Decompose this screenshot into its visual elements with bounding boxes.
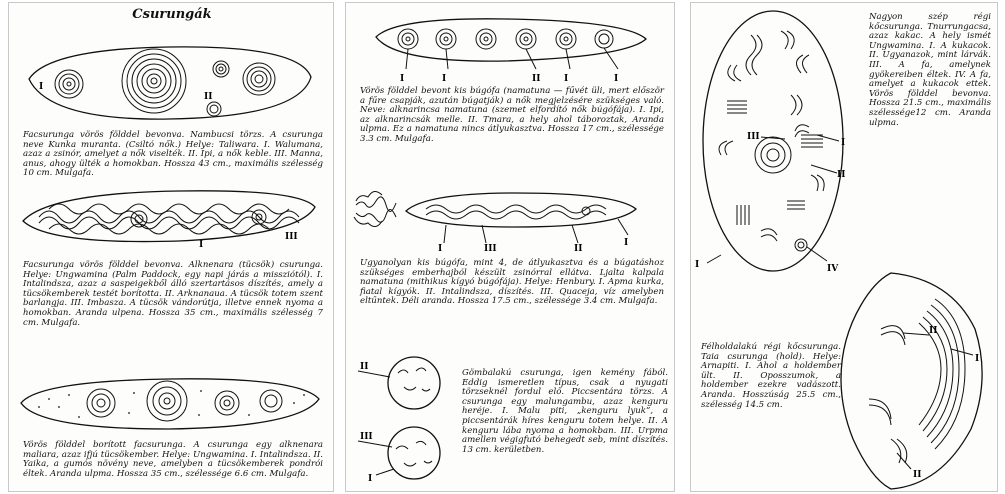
page-panel-2: I I II I I Vörös földdel bevont kis búgó… [345, 2, 675, 492]
caption-8: Félholdalakú régi kőcsurunga. Taia csuru… [701, 343, 841, 410]
label-I: I [624, 238, 628, 248]
label-I: I [368, 474, 372, 484]
label-I: I [442, 74, 446, 84]
label-II: II [204, 92, 212, 102]
label-I: I [841, 138, 845, 148]
label-I: I [400, 74, 404, 84]
caption-5: Ugyanolyan kis búgófa, mint 4, de átlyuk… [360, 259, 664, 307]
stone-churinga-figure: I II III I IV [691, 5, 891, 275]
label-III: III [360, 432, 373, 442]
label-II: II [574, 244, 582, 254]
label-I: I [614, 74, 618, 84]
globe-churinga-figure: II III I [346, 343, 466, 483]
page-panel-3: I II III I IV Nagyon szép régi kőcsurung… [690, 2, 998, 492]
label-III: III [484, 244, 497, 254]
page-title: Csurungák [9, 7, 334, 22]
caption-4: Vörös földdel bevont kis búgófa (namatun… [360, 87, 664, 145]
label-II: II [929, 326, 937, 336]
churinga-figure-2: I III [9, 179, 334, 249]
caption-6: Gömbalakú csurunga, igen kemény fából. E… [462, 369, 668, 455]
churinga-figure-1: I II [9, 29, 334, 129]
label-II: II [532, 74, 540, 84]
label-I: I [438, 244, 442, 254]
label-III: III [747, 132, 760, 142]
label-I: I [199, 240, 203, 250]
label-I: I [39, 82, 43, 92]
caption-1: Facsurunga vörös földdel bevonva. Nambuc… [23, 131, 323, 179]
bullroarer-figure-5: I III II I [346, 165, 675, 255]
caption-2: Facsurunga vörös földdel bevonva. Alknen… [23, 261, 323, 328]
label-II: II [913, 470, 921, 480]
caption-3: Vörös földdel borított facsurunga. A csu… [23, 441, 323, 479]
label-I: I [564, 74, 568, 84]
churinga-figure-3 [9, 373, 334, 433]
caption-7: Nagyon szép régi kőcsurunga. Tnurrungacs… [869, 13, 991, 128]
label-II: II [837, 170, 845, 180]
page-panel-1: Csurungák I II Facsurunga vörös földdel … [8, 2, 334, 492]
label-II: II [360, 362, 368, 372]
label-III: III [285, 232, 298, 242]
label-I: I [975, 354, 979, 364]
bullroarer-figure-4: I I II I I [346, 7, 675, 87]
